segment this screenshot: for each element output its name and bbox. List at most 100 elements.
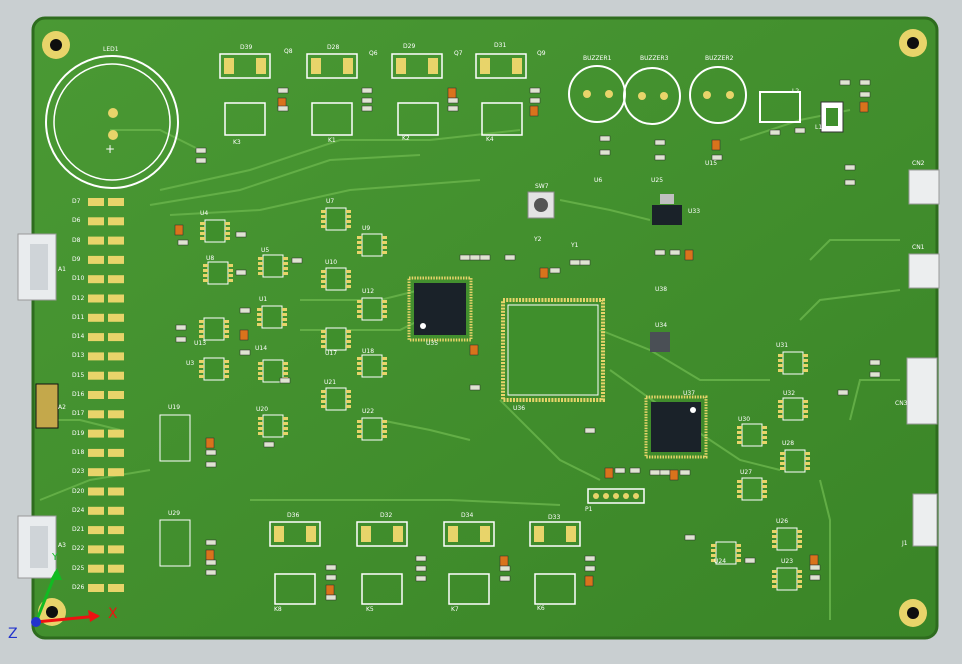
soic-body (715, 541, 737, 565)
soic-pin (357, 236, 362, 239)
soic-pin (228, 274, 233, 277)
soic-pin (258, 267, 263, 270)
soic-pin (780, 452, 785, 455)
soic-pin (797, 585, 802, 588)
smd-part (447, 87, 457, 99)
soic-body (782, 397, 804, 421)
smd-part (839, 79, 851, 86)
soic-pin (199, 330, 204, 333)
regulator-u33 (652, 194, 682, 225)
soic-pin (357, 362, 362, 365)
soic-pin (199, 325, 204, 328)
smd-part (669, 469, 679, 481)
ic-u34 (650, 332, 670, 352)
soic-body (262, 359, 284, 383)
soic-pin (762, 436, 767, 439)
pad (88, 429, 104, 438)
soic-pin (762, 426, 767, 429)
smd-part (205, 569, 217, 576)
soic-pin (321, 215, 326, 218)
soic-pin (803, 410, 808, 413)
soic-pin (199, 370, 204, 373)
smd-part (529, 105, 539, 117)
axes-gizmo (31, 568, 100, 627)
soic-pin (382, 367, 387, 370)
soic-pin (258, 377, 263, 380)
soic-pin (797, 575, 802, 578)
smd-part (529, 97, 541, 104)
soic-pin (200, 227, 205, 230)
pad (88, 487, 104, 496)
pad (108, 564, 124, 573)
pad (108, 391, 124, 399)
soic-pin (736, 554, 741, 557)
smd-part (205, 449, 217, 456)
pad (88, 333, 104, 342)
pad (108, 526, 124, 535)
soic-pin (224, 360, 229, 363)
soic-pin (357, 305, 362, 308)
soic-pin (736, 544, 741, 547)
soic-body (203, 317, 225, 341)
soic-pin (283, 257, 288, 260)
soic-pin (778, 415, 783, 418)
soic-pin (283, 272, 288, 275)
pad (108, 410, 124, 419)
smd-part (239, 307, 251, 314)
soic-pin (228, 279, 233, 282)
pad (108, 545, 124, 554)
soic-pin (321, 285, 326, 288)
soic-pin (200, 232, 205, 235)
smd-part (415, 565, 427, 572)
smd-part (177, 239, 189, 246)
pad (108, 255, 124, 264)
soic-pin (803, 400, 808, 403)
pad (88, 275, 104, 284)
soic-pin (778, 405, 783, 408)
pad (88, 217, 104, 226)
smd-part (239, 329, 249, 341)
soic-pin (203, 274, 208, 277)
smd-part (659, 469, 671, 476)
pad (88, 236, 104, 245)
smd-part (869, 359, 881, 366)
soic-pin (805, 467, 810, 470)
soic-body (784, 449, 806, 473)
soic-pin (382, 425, 387, 428)
soic-pin (346, 215, 351, 218)
soic-pin (803, 405, 808, 408)
smd-part (325, 594, 337, 601)
smd-part (649, 469, 661, 476)
pad (88, 526, 104, 535)
soic-pin (257, 313, 262, 316)
soic-pin (762, 485, 767, 488)
smd-part (205, 549, 215, 561)
soic-pin (382, 300, 387, 303)
soic-pin (737, 490, 742, 493)
smd-part (361, 87, 373, 94)
soic-pin (803, 415, 808, 418)
soic-pin (258, 417, 263, 420)
smd-part (869, 371, 881, 378)
soic-pin (283, 367, 288, 370)
led1: + (45, 55, 179, 189)
smd-part (469, 344, 479, 356)
smd-part (529, 87, 541, 94)
soic-body (325, 327, 347, 351)
soic-pin (737, 480, 742, 483)
soic-pin (346, 225, 351, 228)
smd-part (479, 254, 491, 261)
soic-pin (797, 580, 802, 583)
soic-body (361, 354, 383, 378)
soic-pin (225, 227, 230, 230)
pad (108, 468, 124, 477)
pad (88, 294, 104, 303)
soic-body (361, 417, 383, 441)
soic-pin (778, 410, 783, 413)
smd-part (584, 565, 596, 572)
soic-pin (224, 370, 229, 373)
smd-part (175, 324, 187, 331)
soic-pin (736, 559, 741, 562)
soic-pin (346, 400, 351, 403)
smd-part (654, 249, 666, 256)
